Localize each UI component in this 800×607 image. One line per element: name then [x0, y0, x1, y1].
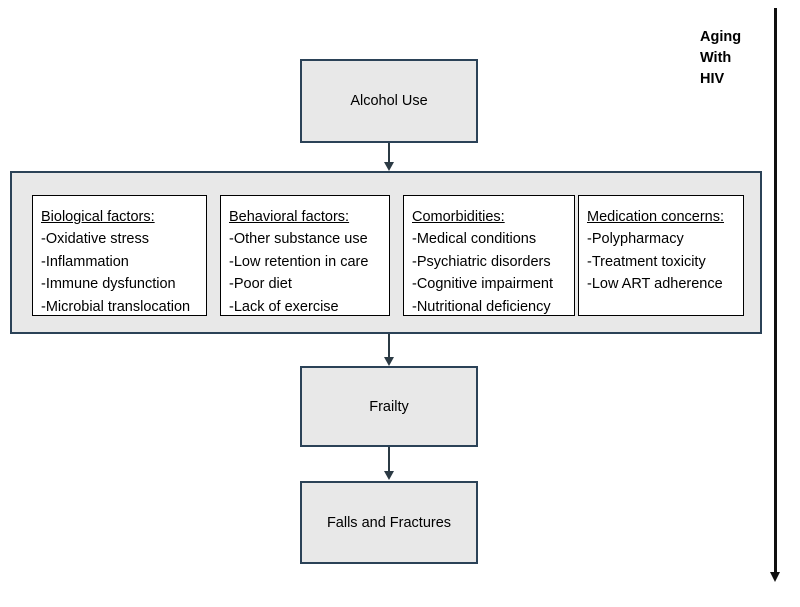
factor-box-biological-item-3: -Immune dysfunction [41, 276, 176, 293]
node-alcohol-use-label: Alcohol Use [350, 93, 428, 109]
connector-alcohol-to-band-arrow-icon [384, 162, 394, 171]
factor-box-behavioral-item-2: -Low retention in care [229, 253, 369, 270]
factor-box-comorbidities-item-2: -Psychiatric disorders [412, 253, 551, 270]
factor-box-biological-item-1: -Oxidative stress [41, 231, 149, 248]
factor-box-comorbidities[interactable]: Comorbidities: -Medical conditions -Psyc… [403, 195, 575, 316]
factor-box-comorbidities-title: Comorbidities: [412, 209, 505, 225]
factor-box-medication-title: Medication concerns: [587, 209, 725, 225]
mechanisms-band: Biological factors: -Oxidative stress -I… [10, 171, 762, 334]
aging-axis-arrow-icon [769, 572, 780, 582]
aging-axis-label-line-3: HIV [700, 71, 725, 88]
factor-box-comorbidities-item-1: -Medical conditions [412, 231, 537, 248]
factor-box-behavioral-item-4: -Lack of exercise [229, 298, 339, 315]
factor-box-behavioral[interactable]: Behavioral factors: -Other substance use… [220, 195, 390, 316]
aging-axis-label-line-2: With [700, 50, 732, 67]
connector-band-to-frailty [388, 334, 390, 359]
factor-box-behavioral-item-1: -Other substance use [229, 231, 368, 248]
node-alcohol-use[interactable]: Alcohol Use [300, 59, 478, 143]
aging-axis-line [774, 8, 777, 575]
factor-box-medication-item-1: -Polypharmacy [587, 231, 684, 248]
factor-box-behavioral-title: Behavioral factors: [229, 209, 350, 225]
connector-alcohol-to-band [388, 143, 390, 164]
factor-box-medication-item-2: -Treatment toxicity [587, 253, 706, 270]
factor-box-biological[interactable]: Biological factors: -Oxidative stress -I… [32, 195, 207, 316]
node-falls-and-fractures-label: Falls and Fractures [326, 514, 452, 531]
node-frailty-label: Frailty [369, 398, 409, 415]
factor-box-comorbidities-item-4: -Nutritional deficiency [412, 298, 551, 315]
factor-box-biological-title: Biological factors: [41, 209, 155, 225]
connector-frailty-to-outcome [388, 447, 390, 473]
aging-axis-label: Aging With HIV [700, 27, 741, 90]
connector-band-to-frailty-arrow-icon [384, 357, 394, 366]
factor-box-medication[interactable]: Medication concerns: -Polypharmacy -Trea… [578, 195, 744, 316]
connector-frailty-to-outcome-arrow-icon [384, 471, 394, 480]
factor-box-biological-item-2: -Inflammation [41, 253, 129, 270]
node-falls-and-fractures[interactable]: Falls and Fractures [300, 481, 478, 564]
node-frailty[interactable]: Frailty [300, 366, 478, 447]
aging-axis-label-line-1: Aging [700, 29, 742, 45]
factor-box-behavioral-item-3: -Poor diet [229, 276, 292, 293]
factor-box-comorbidities-item-3: -Cognitive impairment [412, 276, 554, 293]
factor-box-biological-item-4: -Microbial translocation [41, 298, 191, 315]
factor-box-medication-item-3: -Low ART adherence [587, 276, 723, 293]
